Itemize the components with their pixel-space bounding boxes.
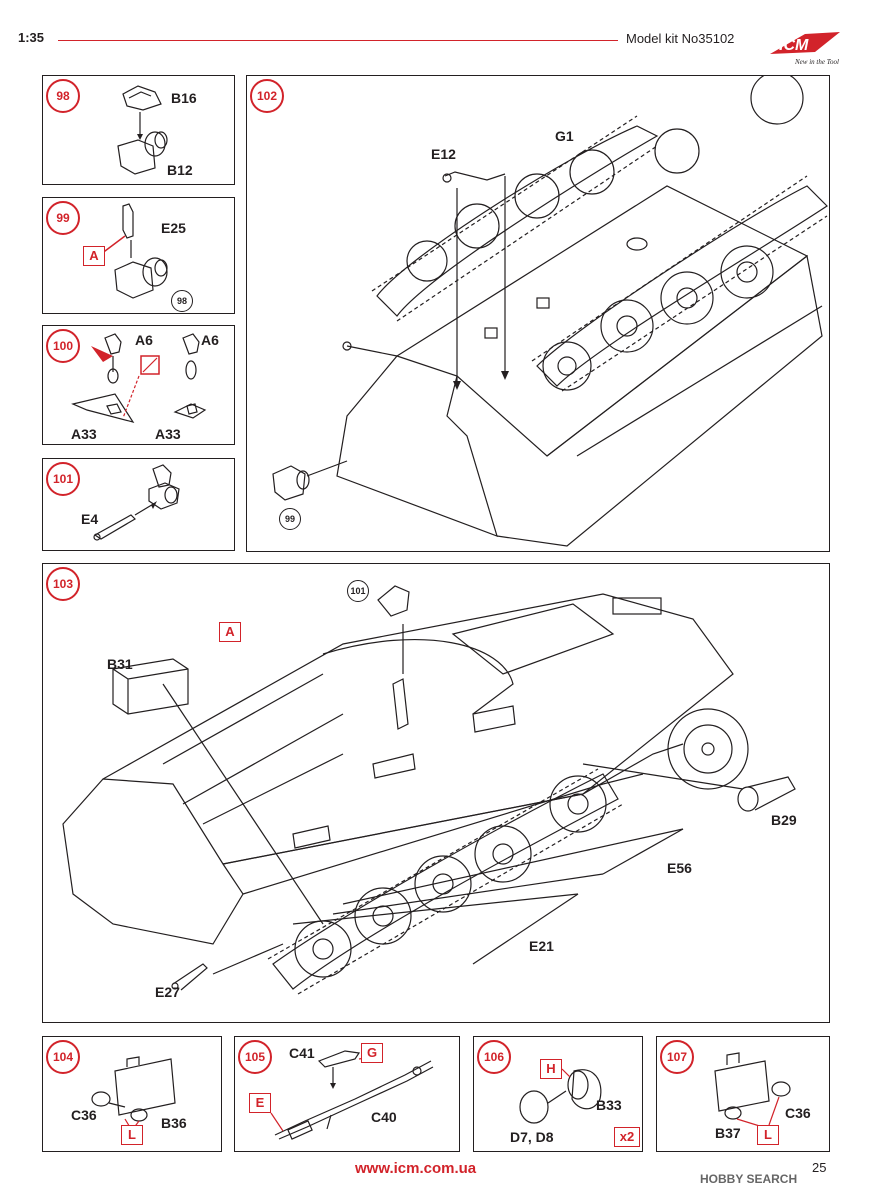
part-G1: G1 (555, 128, 574, 144)
logo-subtext: New in the Tool (794, 58, 839, 66)
marker-box-G: G (361, 1043, 383, 1063)
marker-box-E: E (249, 1093, 271, 1113)
step-100-number: 100 (46, 329, 80, 363)
step-98-number: 98 (46, 79, 80, 113)
step-98-diagram (117, 85, 168, 175)
marker-box-A: A (219, 622, 241, 642)
header-rule (58, 40, 618, 41)
part-A33-right: A33 (155, 426, 181, 442)
step-107-diagram (714, 1052, 791, 1128)
step-105-number: 105 (238, 1040, 272, 1074)
step-100-diagram (71, 333, 207, 423)
step-102-hull-rear-diagram (272, 76, 828, 547)
part-B29: B29 (771, 812, 797, 828)
hobby-search-watermark: HOBBY SEARCH (700, 1172, 798, 1186)
scale-label: 1:35 (18, 30, 45, 45)
part-D7-D8: D7, D8 (510, 1129, 554, 1145)
marker-box-A: A (83, 246, 105, 266)
page-number: 25 (812, 1160, 827, 1175)
step-98-panel: 98 B16 B12 (42, 75, 235, 185)
logo-text: ICM (779, 37, 809, 54)
step-106-panel: 106 H B33 D7, D8 x2 (473, 1036, 643, 1152)
step-99-number: 99 (46, 201, 80, 235)
marker-box-L: L (757, 1125, 779, 1145)
part-B12: B12 (167, 162, 193, 178)
step-103-panel: 103 (42, 563, 830, 1023)
step-99-panel: 99 A E25 98 (42, 197, 235, 314)
part-C36: C36 (785, 1105, 811, 1121)
step-107-panel: 107 B37 C36 L (656, 1036, 830, 1152)
step-106-number: 106 (477, 1040, 511, 1074)
part-C36: C36 (71, 1107, 97, 1123)
step-100-panel: 100 A6 A6 A33 A33 (42, 325, 235, 445)
quantity-x2: x2 (614, 1127, 640, 1147)
part-E4: E4 (81, 511, 99, 527)
website-link[interactable]: www.icm.com.ua (355, 1160, 477, 1177)
step-106-lamp-diagram (519, 1068, 602, 1124)
part-E25: E25 (161, 220, 186, 236)
kit-number: Model kit No35102 (626, 31, 735, 46)
step-101-panel: 101 E4 (42, 458, 235, 551)
step-105-panel: 105 C41 C40 G E (234, 1036, 460, 1152)
ref-step-101: 101 (347, 580, 369, 602)
part-A6-right: A6 (201, 332, 219, 348)
step-101-diagram (93, 464, 180, 541)
part-E21: E21 (529, 938, 554, 954)
part-E27: E27 (155, 984, 180, 1000)
part-B31: B31 (107, 656, 133, 672)
part-C41: C41 (289, 1045, 315, 1061)
step-103-number: 103 (46, 567, 80, 601)
step-105-mg-diagram (270, 1050, 434, 1140)
step-102-number: 102 (250, 79, 284, 113)
icm-logo: ICM New in the Tool (765, 28, 855, 68)
part-B36: B36 (161, 1115, 187, 1131)
step-104-number: 104 (46, 1040, 80, 1074)
step-99-diagram (100, 203, 168, 299)
marker-box-L: L (121, 1125, 143, 1145)
part-E56: E56 (667, 860, 692, 876)
part-B37: B37 (715, 1125, 741, 1141)
step-104-panel: 104 C36 B36 L (42, 1036, 222, 1152)
part-C40: C40 (371, 1109, 397, 1125)
ref-step-98: 98 (171, 290, 193, 312)
step-107-number: 107 (660, 1040, 694, 1074)
step-103-vehicle-diagram (62, 585, 796, 995)
marker-box-H: H (540, 1059, 562, 1079)
ref-step-99: 99 (279, 508, 301, 530)
part-A33-left: A33 (71, 426, 97, 442)
part-A6-left: A6 (135, 332, 153, 348)
step-101-number: 101 (46, 462, 80, 496)
part-E12: E12 (431, 146, 456, 162)
part-B16: B16 (171, 90, 197, 106)
step-102-panel: 102 (246, 75, 830, 552)
part-B33: B33 (596, 1097, 622, 1113)
